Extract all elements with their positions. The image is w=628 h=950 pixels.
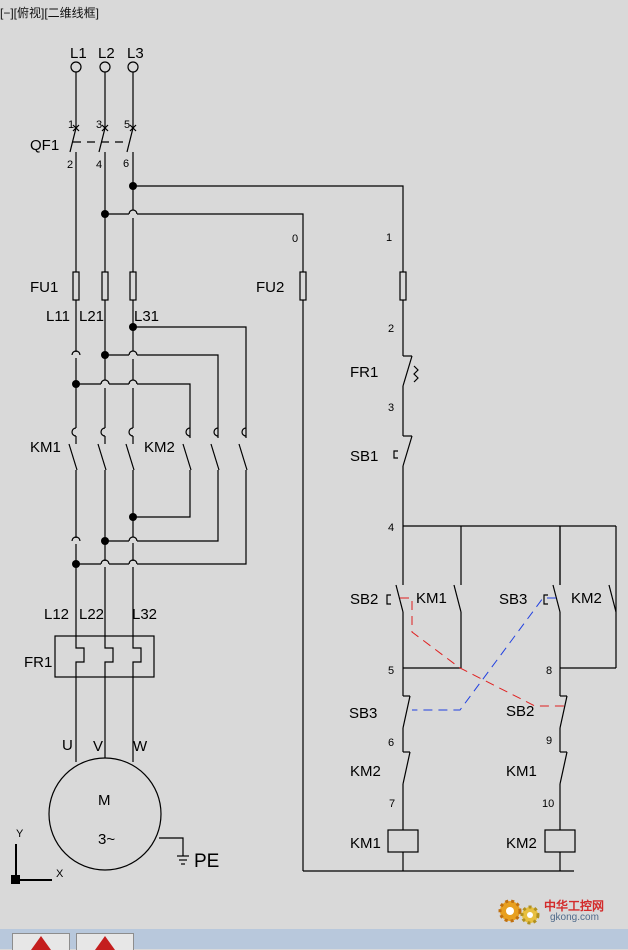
ucs-x-label: X — [56, 868, 64, 880]
fr1-nc-contact — [402, 355, 419, 436]
label-sb3-start: SB3 — [499, 591, 527, 608]
wire-number-2: 2 — [388, 323, 394, 335]
label-v: V — [93, 738, 103, 755]
motor-m — [48, 757, 162, 871]
sb3-start-contact — [543, 526, 561, 613]
sb2-start-contact — [386, 526, 404, 613]
ucs-y-label: Y — [16, 828, 24, 840]
terminal-l1 — [70, 61, 82, 73]
wire-number-1: 1 — [386, 232, 392, 244]
fuse-fu2 — [299, 271, 307, 301]
watermark-text: 中华工控网 — [544, 899, 605, 913]
label-qf1-t1: 1 — [68, 119, 74, 131]
terminal-l3 — [127, 61, 139, 73]
interlock-link-sb2 — [400, 597, 567, 707]
sb1-stop-button — [393, 435, 413, 526]
label-fu1: FU1 — [30, 279, 58, 296]
label-motor-type: 3~ — [98, 831, 115, 848]
label-km2-interlock: KM2 — [350, 763, 381, 780]
label-qf1-t5: 5 — [124, 119, 130, 131]
label-km2: KM2 — [144, 439, 175, 456]
label-km1: KM1 — [30, 439, 61, 456]
label-sb2-start: SB2 — [350, 591, 378, 608]
label-sb3-interlock: SB3 — [349, 705, 377, 722]
label-fr1-contact: FR1 — [350, 364, 378, 381]
label-l12: L12 — [44, 606, 69, 623]
label-km2-hold: KM2 — [571, 590, 602, 607]
label-l21: L21 — [79, 308, 104, 325]
km2-hold-contact — [608, 584, 617, 613]
taskbar-app-autocad-2[interactable] — [76, 933, 134, 950]
taskbar-app-autocad-1[interactable] — [12, 933, 70, 950]
taskbar — [0, 929, 628, 950]
coil-km1 — [387, 829, 419, 853]
terminal-l2 — [99, 61, 111, 73]
label-l32: L32 — [132, 606, 157, 623]
label-qf1: QF1 — [30, 137, 59, 154]
label-pe: PE — [194, 851, 219, 872]
label-qf1-t3: 3 — [96, 119, 102, 131]
label-coil-km1: KM1 — [350, 835, 381, 852]
label-km1-hold: KM1 — [416, 590, 447, 607]
wire-number-10: 10 — [542, 798, 554, 810]
wire-number-9: 9 — [546, 735, 552, 747]
label-sb2-interlock: SB2 — [506, 703, 534, 720]
label-l22: L22 — [79, 606, 104, 623]
wire-number-5: 5 — [388, 665, 394, 677]
label-qf1-t4: 4 — [96, 159, 102, 171]
coil-km2 — [544, 829, 576, 853]
label-l11: L11 — [46, 308, 70, 325]
crossing-marks — [72, 210, 137, 567]
wire-number-6: 6 — [388, 737, 394, 749]
wiring — [11, 61, 617, 884]
km1-hold-contact — [453, 584, 462, 613]
km2-main-contacts — [182, 427, 248, 471]
label-qf1-t6: 6 — [123, 158, 129, 170]
label-l2: L2 — [98, 45, 115, 62]
label-l31: L31 — [134, 308, 159, 325]
watermark: 中华工控网 gkong.com — [492, 893, 628, 929]
autocad-icon — [31, 936, 51, 950]
wire-number-3: 3 — [388, 402, 394, 414]
label-qf1-t2: 2 — [67, 159, 73, 171]
label-coil-km2: KM2 — [506, 835, 537, 852]
km1-main-contacts — [68, 427, 135, 471]
label-l3: L3 — [127, 45, 144, 62]
viewport-label[interactable]: [−][俯视][二维线框] — [0, 6, 100, 20]
junction-dots — [72, 182, 137, 568]
label-fu2: FU2 — [256, 279, 284, 296]
label-sb1: SB1 — [350, 448, 378, 465]
label-u: U — [62, 737, 73, 754]
ucs-icon — [11, 844, 52, 884]
wire-number-7: 7 — [389, 798, 395, 810]
wire-number-0: 0 — [292, 233, 298, 245]
interlock-link-sb3 — [412, 597, 556, 711]
label-km1-interlock: KM1 — [506, 763, 537, 780]
autocad-icon — [95, 936, 115, 950]
fuse-fu1 — [72, 271, 137, 301]
gear-icon — [498, 899, 540, 925]
label-motor: M — [98, 792, 111, 809]
wire-number-8: 8 — [546, 665, 552, 677]
label-w: W — [133, 738, 148, 755]
watermark-url: gkong.com — [550, 912, 599, 923]
breaker-qf1-contacts — [69, 124, 137, 153]
overload-fr1-heaters — [54, 635, 155, 678]
label-fr1: FR1 — [24, 654, 52, 671]
label-l1: L1 — [70, 45, 87, 62]
wire-number-4: 4 — [388, 522, 394, 534]
